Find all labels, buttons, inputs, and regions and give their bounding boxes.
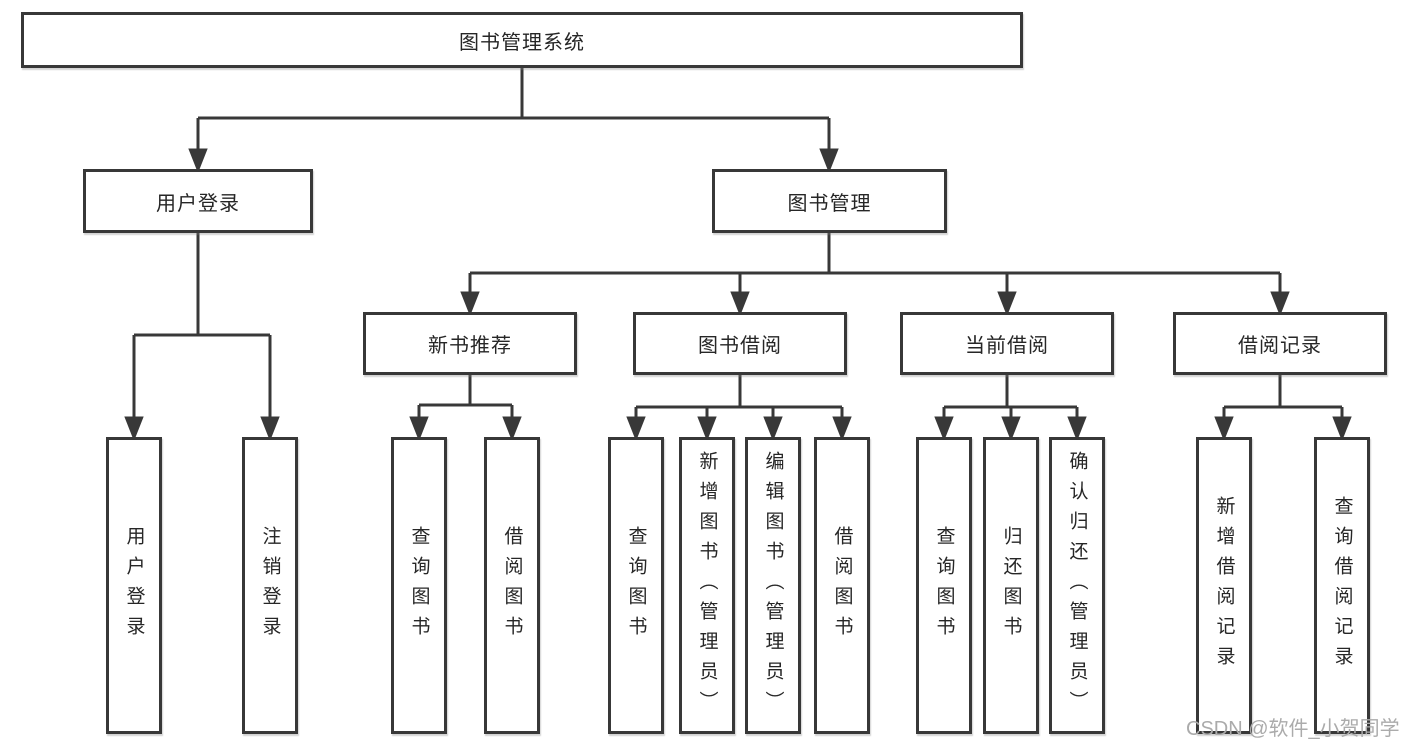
leaf-borrow-books-recommend-label: 借阅图书 [501,525,523,646]
leaf-logout: 注销登录 [242,437,298,734]
leaf-return-books: 归还图书 [983,437,1039,734]
node-book-management: 图书管理 [712,169,947,233]
leaf-edit-books-admin: 编辑图书（管理员） [745,437,801,734]
leaf-query-books-current: 查询图书 [916,437,972,734]
leaf-confirm-return-admin-label: 确认归还（管理员） [1066,450,1088,721]
leaf-query-books-recommend-label: 查询图书 [408,525,430,646]
leaf-add-borrow-record: 新增借阅记录 [1196,437,1252,734]
leaf-logout-label: 注销登录 [259,525,281,646]
node-borrow-records: 借阅记录 [1173,312,1387,375]
leaf-query-books-borrow: 查询图书 [608,437,664,734]
leaf-add-books-admin: 新增图书（管理员） [679,437,735,734]
node-current-borrow-label: 当前借阅 [965,335,1049,357]
connector-current-to-leaves [934,375,1087,442]
connector-records-to-leaves [1214,375,1352,442]
csdn-watermark: CSDN @软件_小贺同学 [1186,718,1400,740]
connector-newbook-to-leaves [409,375,522,442]
leaf-query-borrow-record-label: 查询借阅记录 [1331,495,1353,676]
leaf-add-borrow-record-label: 新增借阅记录 [1213,495,1235,676]
node-root-system: 图书管理系统 [21,12,1023,68]
node-new-book-recommend-label: 新书推荐 [428,335,512,357]
node-book-management-label: 图书管理 [787,192,872,215]
leaf-borrow-books: 借阅图书 [814,437,870,734]
node-user-login-label: 用户登录 [156,192,240,215]
leaf-user-login: 用户登录 [106,437,162,734]
leaf-query-books-current-label: 查询图书 [933,525,955,646]
leaf-confirm-return-admin: 确认归还（管理员） [1049,437,1105,734]
leaf-query-books-recommend: 查询图书 [391,437,447,734]
node-new-book-recommend: 新书推荐 [363,312,577,375]
leaf-borrow-books-recommend: 借阅图书 [484,437,540,734]
connector-login-to-leaves [124,233,280,442]
node-current-borrow: 当前借阅 [900,312,1114,375]
node-user-login: 用户登录 [83,169,313,233]
leaf-query-borrow-record: 查询借阅记录 [1314,437,1370,734]
node-borrow-records-label: 借阅记录 [1238,335,1322,357]
connector-root-to-level2 [188,68,839,174]
connector-management-to-level3 [460,233,1290,317]
leaf-return-books-label: 归还图书 [1000,525,1022,646]
leaf-query-books-borrow-label: 查询图书 [625,525,647,646]
node-root-label: 图书管理系统 [459,31,585,54]
leaf-user-login-label: 用户登录 [123,525,145,646]
connector-borrow-to-leaves [626,375,852,442]
leaf-borrow-books-label: 借阅图书 [831,525,853,646]
node-book-borrow-label: 图书借阅 [698,335,782,357]
leaf-add-books-admin-label: 新增图书（管理员） [696,450,718,721]
node-book-borrow: 图书借阅 [633,312,847,375]
leaf-edit-books-admin-label: 编辑图书（管理员） [762,450,784,721]
